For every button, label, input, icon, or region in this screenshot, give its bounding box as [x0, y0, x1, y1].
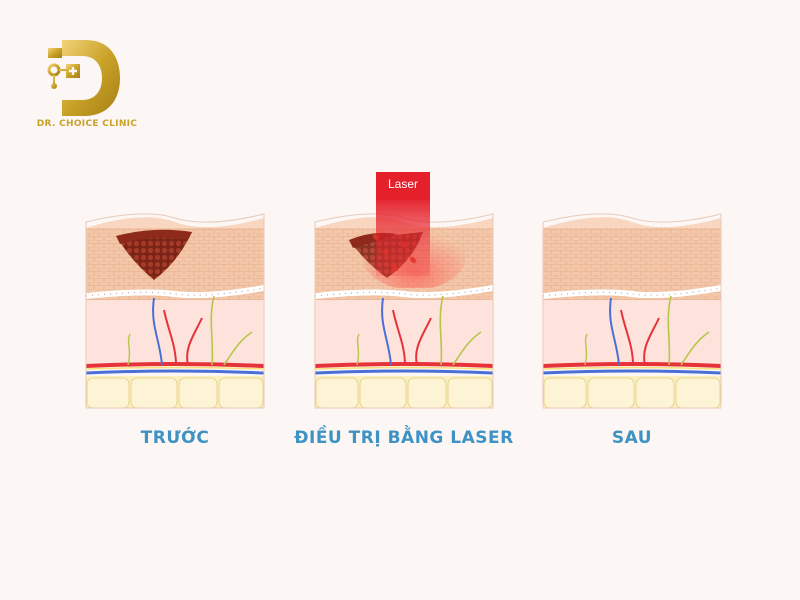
pigment-lesion: [116, 232, 192, 280]
lesion-top: [116, 229, 192, 244]
stratum-corneum: [86, 217, 264, 232]
artery: [86, 362, 264, 368]
laser-label: Laser: [387, 177, 419, 191]
clinic-logo-icon: [47, 40, 120, 116]
nerve: [543, 366, 721, 370]
fat-cell: [359, 377, 407, 409]
capillary-vein: [609, 297, 620, 366]
skin-panel-before: [85, 213, 265, 409]
capillary-vein: [381, 297, 392, 366]
panel-outline: [85, 213, 265, 409]
capillary-artery: [392, 309, 406, 366]
nerve-fiber: [452, 331, 482, 366]
caption-laser: ĐIỀU TRỊ BẰNG LASER: [294, 428, 514, 448]
caption-after: SAU: [611, 428, 653, 448]
fat-cell: [407, 377, 447, 409]
artery: [543, 362, 721, 368]
capillary-vein: [152, 297, 163, 366]
epidermis-layer: [543, 228, 721, 300]
nerve: [315, 366, 493, 370]
capillary-artery: [163, 309, 177, 366]
vein: [315, 369, 493, 375]
capillary-artery: [643, 317, 660, 366]
nerve-fiber: [584, 333, 588, 366]
vein: [543, 369, 721, 375]
laser-beam: [362, 172, 466, 288]
capillary-artery: [415, 317, 432, 366]
nerve-fiber: [210, 295, 215, 366]
fat-cell: [130, 377, 178, 409]
nerve: [86, 366, 264, 370]
nerve-fiber: [356, 333, 360, 366]
nerve-fiber: [680, 331, 710, 366]
panel-outline: [542, 213, 722, 409]
nerve-fiber: [223, 331, 253, 366]
clinic-name: DR. CHOICE CLINIC: [36, 119, 138, 129]
nerve-fiber: [667, 295, 672, 366]
fat-cell: [218, 377, 264, 409]
capillary-artery: [620, 309, 634, 366]
fat-cell: [447, 377, 493, 409]
artery: [315, 362, 493, 368]
fat-cell: [635, 377, 675, 409]
fat-cell: [543, 377, 587, 409]
nerve-fiber: [127, 333, 131, 366]
fat-cell: [178, 377, 218, 409]
skin-panel-after: [542, 213, 722, 409]
basal-membrane: [543, 285, 721, 299]
caption-before: TRƯỚC: [140, 428, 210, 448]
fat-cell: [675, 377, 721, 409]
basal-membrane: [86, 285, 264, 299]
fat-cell: [587, 377, 635, 409]
basal-membrane: [315, 285, 493, 299]
vein: [86, 369, 264, 375]
stratum-corneum: [543, 217, 721, 232]
capillary-artery: [186, 317, 203, 366]
fat-cell: [86, 377, 130, 409]
nerve-fiber: [439, 295, 444, 366]
fat-cell: [315, 377, 359, 409]
